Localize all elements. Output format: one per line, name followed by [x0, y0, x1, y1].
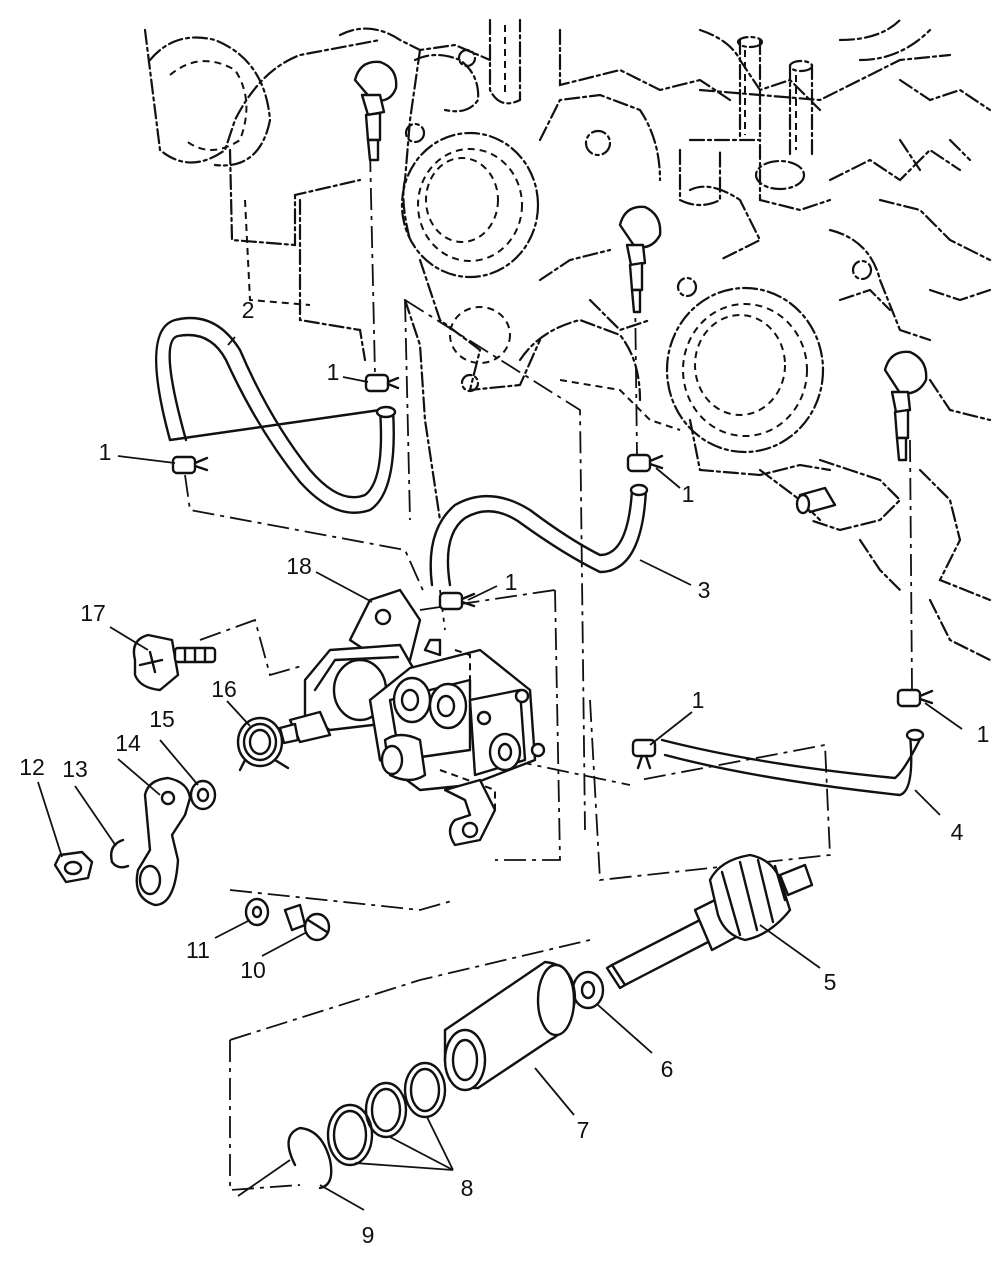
leader-lines: [37, 336, 963, 1211]
callout-14: 14: [115, 730, 141, 756]
hose-clamps: [171, 373, 934, 770]
clamp-1e: [631, 738, 657, 770]
hose-2: [155, 316, 397, 514]
hoses: [155, 316, 925, 797]
clamp-1f: [896, 688, 934, 708]
callout-18: 18: [286, 553, 312, 579]
part-9-snap-ring: [287, 1126, 333, 1190]
callout-16: 16: [211, 676, 237, 702]
callout-6: 6: [661, 1056, 674, 1082]
callout-10: 10: [240, 957, 266, 983]
clamp-1d: [438, 591, 476, 611]
callout-1: 1: [99, 439, 112, 465]
hose-3: [429, 483, 649, 587]
callout-9: 9: [362, 1222, 375, 1248]
part-13-circlip: [109, 838, 130, 869]
part-14-lever: [135, 776, 192, 907]
callout-7: 7: [577, 1117, 590, 1143]
clamp-1a: [364, 373, 400, 393]
callout-12: 12: [19, 754, 45, 780]
oil-pump-assembly: [278, 588, 546, 847]
part-16-spring: [236, 716, 290, 772]
lever-group: [53, 776, 217, 907]
callout-5: 5: [824, 969, 837, 995]
callout-1: 1: [327, 359, 340, 385]
callout-2: 2: [242, 297, 255, 323]
part-17-bolt: [132, 633, 217, 692]
part-11-washer: [244, 897, 270, 927]
part-10-screw: [283, 903, 331, 942]
fitting-right: [883, 350, 928, 462]
part-6-washer: [571, 970, 605, 1010]
callout-1: 1: [682, 481, 695, 507]
hose-fittings: [353, 60, 928, 515]
callout-1: 1: [692, 687, 705, 713]
callout-labels: 1 2 1 1 1 3 1 1 4 18 17 16 15 14 13 12 1…: [19, 297, 989, 1248]
fitting-side-nipple: [795, 486, 837, 515]
callout-17: 17: [80, 600, 106, 626]
part-12-nut: [53, 850, 94, 884]
callout-8: 8: [461, 1175, 474, 1201]
part-15-washer: [189, 779, 217, 811]
callout-11: 11: [186, 937, 210, 963]
callout-3: 3: [698, 577, 711, 603]
callout-1: 1: [977, 721, 990, 747]
fitting-upper-left: [353, 60, 398, 162]
assembly-center-lines: [184, 149, 913, 1191]
callout-13: 13: [62, 756, 88, 782]
engine-block-outline: [143, 18, 992, 662]
part-5-gear-shaft: [605, 853, 814, 990]
hose-4: [660, 728, 925, 797]
fitting-middle: [618, 205, 662, 314]
part-8-o-rings: [326, 1061, 447, 1167]
part-7-bushing: [443, 960, 577, 1092]
callout-4: 4: [951, 819, 964, 845]
callout-1: 1: [505, 569, 518, 595]
clamp-1b: [171, 455, 209, 475]
screw-group: [244, 897, 331, 942]
callout-15: 15: [149, 706, 175, 732]
clamp-1c: [626, 453, 664, 473]
